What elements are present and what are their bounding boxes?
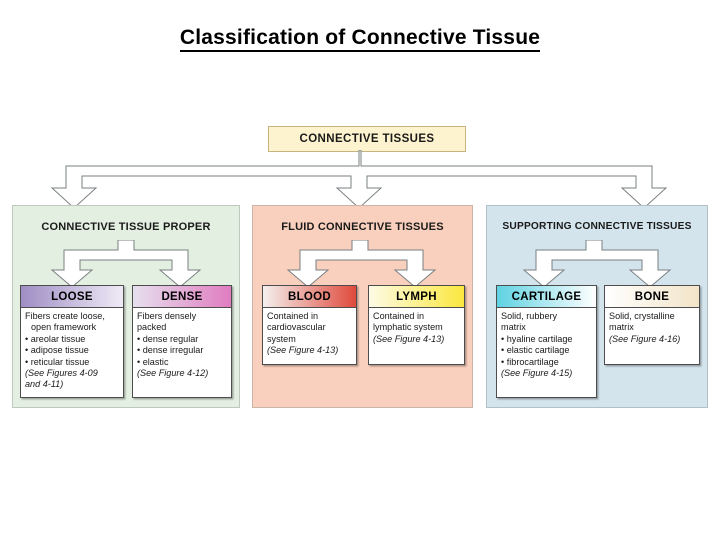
page-title-text: Classification of Connective Tissue [179, 26, 541, 52]
card-loose-bullet-3: • reticular tissue [25, 356, 90, 367]
card-loose-title: LOOSE [51, 290, 93, 303]
card-dense-bullet-2: • dense irregular [137, 345, 204, 356]
card-loose-bullet-2: • adipose tissue [25, 345, 89, 356]
card-cartilage-bullet-3: • fibrocartilage [501, 356, 559, 367]
node-connective-tissues-label: CONNECTIVE TISSUES [299, 133, 435, 145]
card-dense[interactable]: DENSE Fibers densely packed • dense regu… [132, 285, 232, 398]
card-bone-header: BONE [605, 286, 699, 308]
card-cartilage-header: CARTILAGE [497, 286, 596, 308]
card-blood-line-2: cardiovascular [267, 322, 326, 333]
card-dense-title: DENSE [161, 290, 203, 303]
card-loose-body: Fibers create loose, open framework • ar… [21, 308, 123, 393]
panel-fluid-connective-tissues-title: FLUID CONNECTIVE TISSUES [281, 221, 444, 233]
card-blood-header: BLOOD [263, 286, 356, 308]
card-dense-header: DENSE [133, 286, 231, 308]
card-lymph-line-2: lymphatic system [373, 322, 443, 333]
card-blood-body: Contained in cardiovascular system (See … [263, 308, 356, 359]
card-dense-bullet-1: • dense regular [137, 333, 199, 344]
card-loose-ref-2: and 4-11) [25, 379, 64, 390]
card-blood-line-1: Contained in [267, 311, 319, 321]
card-cartilage[interactable]: CARTILAGE Solid, rubbery matrix • hyalin… [496, 285, 597, 398]
card-loose-ref-1: (See Figures 4-09 [25, 368, 98, 379]
card-dense-body: Fibers densely packed • dense regular • … [133, 308, 231, 381]
card-bone-body: Solid, crystalline matrix (See Figure 4-… [605, 308, 699, 347]
card-cartilage-line-2: matrix [501, 322, 526, 333]
panel-connective-tissue-proper-title: CONNECTIVE TISSUE PROPER [41, 221, 211, 233]
card-lymph-header: LYMPH [369, 286, 464, 308]
card-cartilage-bullet-2: • elastic cartilage [501, 345, 570, 356]
card-bone-line-1: Solid, crystalline [609, 311, 675, 321]
card-lymph-line-1: Contained in [373, 311, 425, 321]
card-dense-bullet-3: • elastic [137, 356, 169, 367]
card-blood-title: BLOOD [287, 290, 332, 303]
card-blood-ref-1: (See Figure 4-13) [267, 345, 339, 356]
card-cartilage-ref-1: (See Figure 4-15) [501, 368, 573, 379]
panel-supporting-connective-tissues-title: SUPPORTING CONNECTIVE TISSUES [502, 221, 692, 232]
card-loose-bullet-1: • areolar tissue [25, 333, 86, 344]
card-bone-title: BONE [634, 290, 670, 303]
card-bone[interactable]: BONE Solid, crystalline matrix (See Figu… [604, 285, 700, 365]
card-loose-line-2: open framework [31, 322, 97, 333]
card-blood-line-3: system [267, 333, 296, 344]
card-cartilage-body: Solid, rubbery matrix • hyaline cartilag… [497, 308, 596, 381]
card-cartilage-bullet-1: • hyaline cartilage [501, 333, 573, 344]
card-dense-ref-1: (See Figure 4-12) [137, 368, 209, 379]
card-lymph-ref-1: (See Figure 4-13) [373, 333, 445, 344]
card-dense-line-2: packed [137, 322, 167, 333]
card-bone-line-2: matrix [609, 322, 634, 333]
node-connective-tissues[interactable]: CONNECTIVE TISSUES [268, 126, 466, 152]
card-blood[interactable]: BLOOD Contained in cardiovascular system… [262, 285, 357, 365]
page-title: Classification of Connective Tissue [0, 26, 720, 52]
card-dense-line-1: Fibers densely [137, 311, 197, 321]
connector-root-to-categories [50, 150, 668, 209]
card-lymph-title: LYMPH [396, 290, 437, 303]
card-loose-header: LOOSE [21, 286, 123, 308]
card-bone-ref-1: (See Figure 4-16) [609, 333, 681, 344]
card-lymph-body: Contained in lymphatic system (See Figur… [369, 308, 464, 347]
card-cartilage-line-1: Solid, rubbery [501, 311, 558, 321]
card-loose-line-1: Fibers create loose, [25, 311, 105, 321]
card-lymph[interactable]: LYMPH Contained in lymphatic system (See… [368, 285, 465, 365]
card-loose[interactable]: LOOSE Fibers create loose, open framewor… [20, 285, 124, 398]
card-cartilage-title: CARTILAGE [511, 290, 582, 303]
